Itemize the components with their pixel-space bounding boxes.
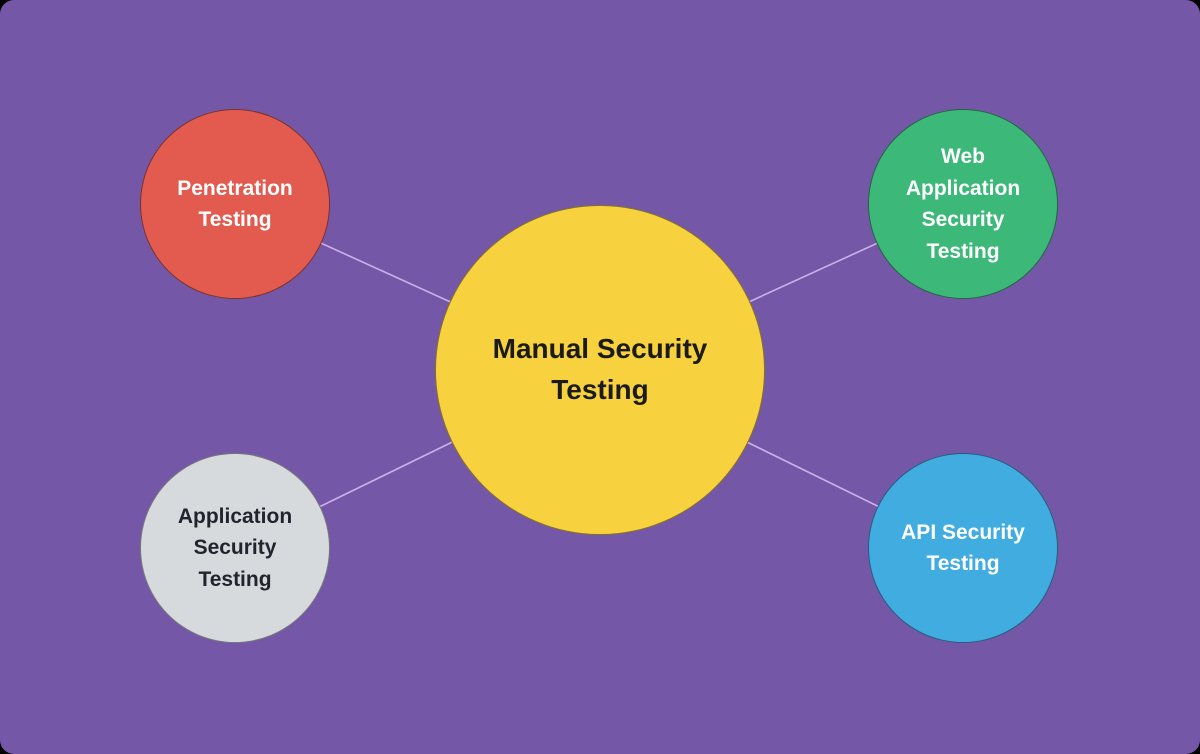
node-label: API Security Testing: [901, 520, 1025, 576]
node-api-security-testing: API Security Testing: [868, 453, 1058, 643]
node-penetration-testing: Penetration Testing: [140, 109, 330, 299]
node-manual-security-testing: Manual Security Testing: [435, 205, 765, 535]
node-application-security-testing: Application Security Testing: [140, 453, 330, 643]
node-label: Manual Security Testing: [492, 333, 708, 405]
node-label: Application Security Testing: [177, 504, 293, 591]
node-web-application-security-testing: Web Application Security Testing: [868, 109, 1058, 299]
node-label: Penetration Testing: [177, 176, 293, 232]
node-label: Web Application Security Testing: [905, 145, 1021, 263]
